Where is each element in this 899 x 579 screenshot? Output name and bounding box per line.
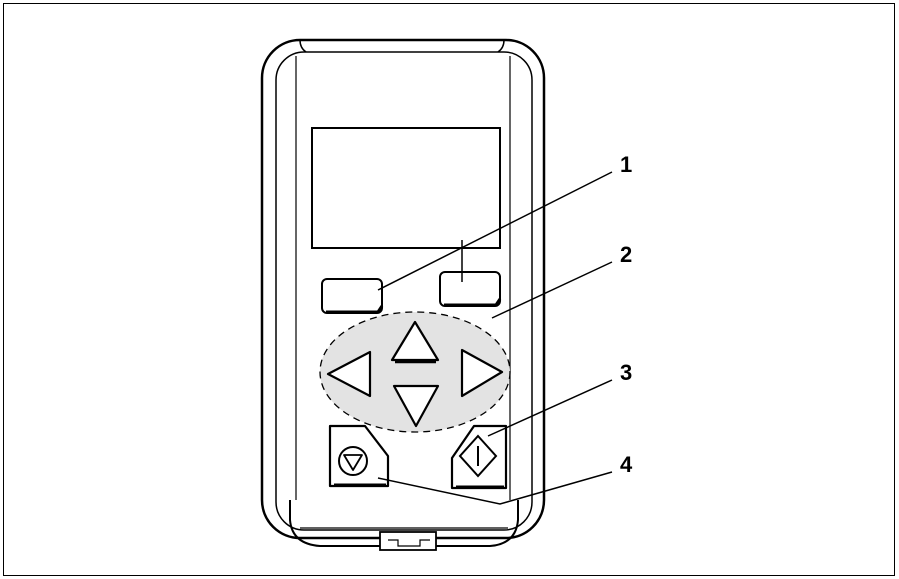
leader-line-4 (377, 471, 613, 505)
stop-icon (338, 446, 368, 476)
triangle-up-icon (390, 320, 440, 362)
leader-line-2 (491, 261, 613, 319)
display-screen (311, 127, 501, 249)
nav-up-button[interactable] (390, 320, 440, 364)
leader-line-1 (377, 171, 613, 291)
callout-2: 2 (620, 242, 632, 267)
start-button[interactable] (450, 424, 508, 490)
figure-frame (3, 3, 895, 576)
softkey-left[interactable] (321, 278, 384, 314)
callout-3: 3 (620, 360, 632, 385)
connector-port-inner (388, 539, 430, 547)
device-top-edge (299, 39, 505, 53)
navigation-area-highlight (319, 311, 511, 433)
callout-4: 4 (620, 452, 633, 477)
connector-port (379, 531, 437, 551)
triangle-down-icon (392, 384, 440, 428)
triangle-right-icon (460, 348, 504, 398)
device-body-inner (275, 51, 533, 531)
nav-right-button[interactable] (460, 348, 504, 398)
triangle-left-icon (326, 350, 372, 398)
nav-down-button[interactable] (392, 384, 440, 428)
leader-line-3 (487, 379, 613, 437)
stop-button[interactable] (328, 424, 390, 488)
softkey-right[interactable] (439, 271, 502, 307)
callout-1: 1 (620, 152, 632, 177)
nav-left-button[interactable] (326, 350, 372, 398)
